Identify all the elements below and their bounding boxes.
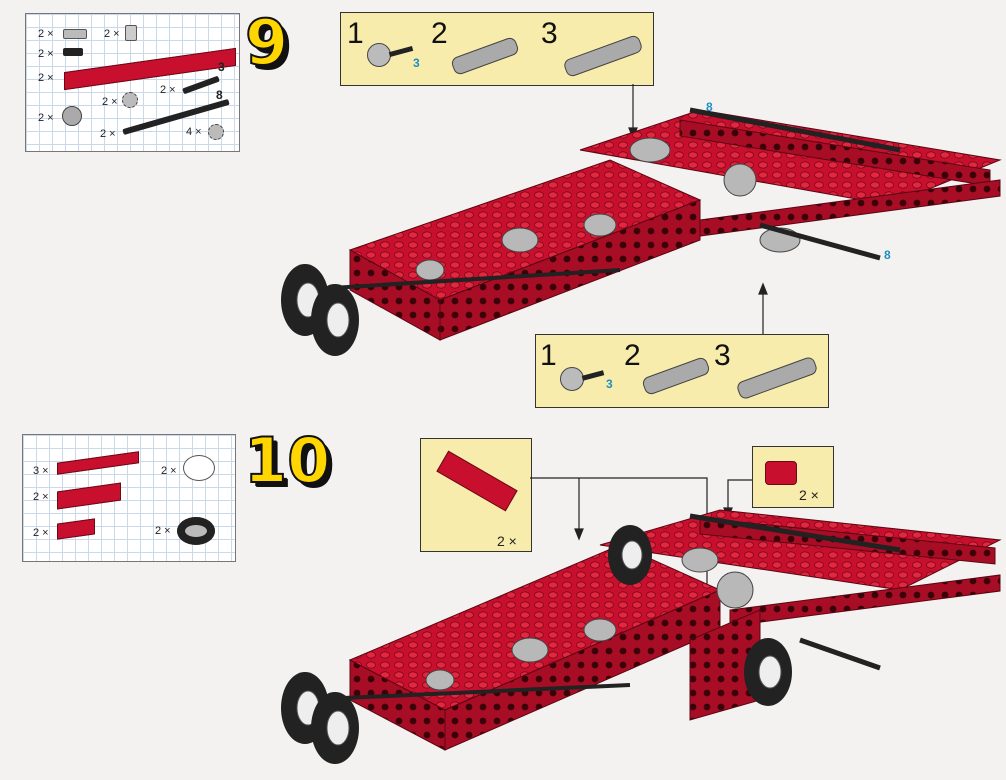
part-qty: 2 × xyxy=(161,465,177,477)
pin-black-icon xyxy=(63,48,83,56)
callout-qty: 2 × xyxy=(799,487,819,503)
chassis-step9 xyxy=(281,107,1002,356)
tire-icon xyxy=(177,517,215,545)
part-qty: 2 × xyxy=(33,491,49,503)
axle-length-label: 8 xyxy=(884,248,891,262)
axle-length-label: 3 xyxy=(218,60,225,74)
step-number: 10 xyxy=(243,424,331,497)
axle-length-label: 3 xyxy=(413,56,420,70)
part-qty: 2 × xyxy=(155,525,171,537)
callout-qty: 2 × xyxy=(497,533,517,549)
bush-icon xyxy=(125,25,137,41)
part-qty: 2 × xyxy=(160,84,176,96)
part-callout-left: 2 × xyxy=(420,438,532,552)
sequence-number: 3 xyxy=(541,17,558,50)
red-brick-2x2-icon xyxy=(765,461,797,485)
subassembly-callout-bottom: 1 3 2 3 xyxy=(535,334,829,408)
part-qty: 2 × xyxy=(33,527,49,539)
wheel-icon xyxy=(281,525,792,764)
axle-length-label: 3 xyxy=(606,377,613,391)
sequence-number: 1 xyxy=(347,17,364,50)
part-qty: 2 × xyxy=(104,28,120,40)
step10-parts-list: 3 × 2 × 2 × 2 × 2 × xyxy=(22,434,236,562)
axle-length-label: 8 xyxy=(706,100,713,114)
sequence-number: 1 xyxy=(540,339,557,372)
small-gear-icon xyxy=(208,124,224,140)
part-qty: 2 × xyxy=(38,48,54,60)
universal-joint-icon xyxy=(62,106,82,126)
part-qty: 2 × xyxy=(100,128,116,140)
sequence-number: 3 xyxy=(714,339,731,372)
part-qty: 4 × xyxy=(186,126,202,138)
part-qty: 2 × xyxy=(38,28,54,40)
chassis-step10 xyxy=(281,509,1002,764)
sequence-number: 2 xyxy=(624,339,641,372)
part-qty: 2 × xyxy=(102,96,118,108)
subassembly-callout-top: 1 3 2 3 xyxy=(340,12,654,86)
part-qty: 2 × xyxy=(38,72,54,84)
universal-joint-icon xyxy=(560,367,584,391)
axle-length-label: 8 xyxy=(216,88,223,102)
wheel-icon xyxy=(281,264,359,356)
gear-icon xyxy=(122,92,138,108)
step-number: 9 xyxy=(244,6,289,79)
half-pin-icon xyxy=(63,29,87,39)
part-qty: 2 × xyxy=(38,112,54,124)
step9-parts-list: 2 × 2 × 2 × 2 × 2 × 2 × 3 2 × 2 × 8 2 × … xyxy=(25,13,240,152)
part-callout-right: 2 × xyxy=(752,446,834,508)
sequence-number: 2 xyxy=(431,17,448,50)
part-qty: 3 × xyxy=(33,465,49,477)
wheel-hub-icon xyxy=(183,455,215,481)
